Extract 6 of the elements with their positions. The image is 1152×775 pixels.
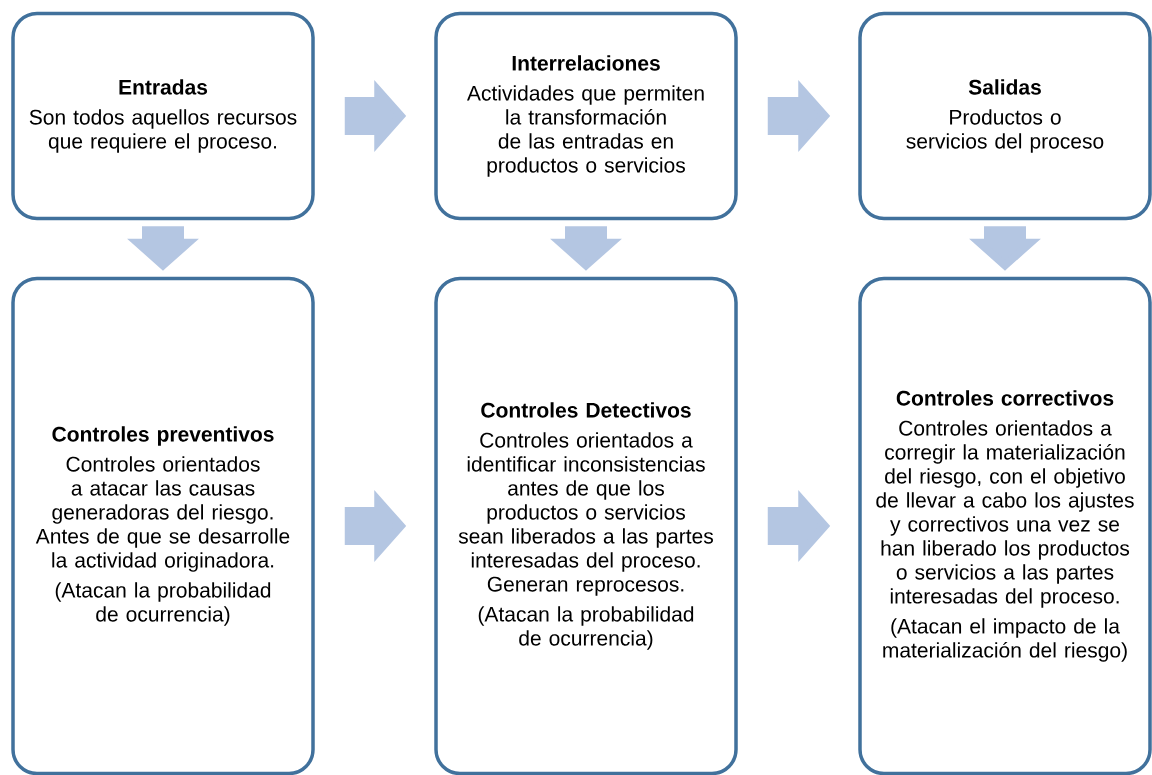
process-box: Salidas Productos o servicios del proceso	[858, 11, 1152, 221]
process-box: Controles correctivos Controles orientados a corregir la materialización del riesgo, con el objetivo de llevar a cabo los ajustes y correctivos una vez se han liberado los productos o servicios a las partes interesadas del proceso. (Atacan el impacto de la materialización del riesgo)	[858, 276, 1152, 775]
process-box: Entradas Son todos aquellos recursos que requiere el proceso.	[11, 11, 315, 221]
process-box: Interrelaciones Actividades que permiten la transformación de las entradas en productos o servicios	[434, 11, 738, 221]
process-box: Controles preventivos Controles orientados a atacar las causas generadoras del riesgo. Antes de que se desarrolle la actividad originadora. (Atacan la probabilidad de ocurrencia)	[11, 276, 315, 775]
process-box: Controles Detectivos Controles orientados a identificar inconsistencias antes de que los productos o servicios sean liberados a las partes interesadas del proceso. Generan reprocesos. (Atacan la probabilidad de ocurrencia)	[434, 276, 738, 775]
